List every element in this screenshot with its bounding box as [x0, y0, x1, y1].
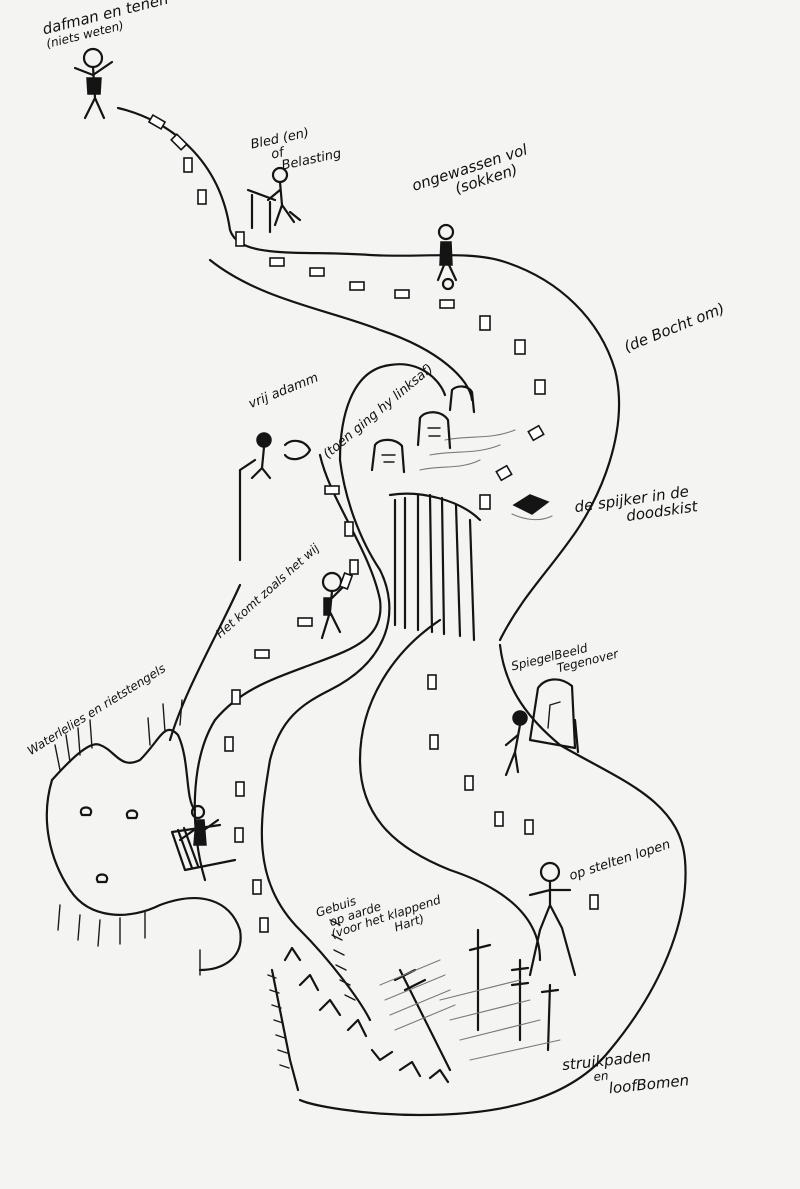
open-book-icon [511, 494, 553, 521]
stick-figure-mirror [504, 710, 528, 777]
rocky-path [267, 919, 450, 1092]
cliff [388, 429, 516, 642]
stick-figure-swamp [178, 804, 220, 846]
stick-figure-start [73, 47, 114, 120]
swamp [45, 699, 242, 976]
road-edges [116, 106, 687, 1117]
stick-figure-socks [436, 223, 458, 291]
bridge [170, 823, 237, 872]
stick-figure-walking [320, 571, 354, 640]
road-dashes [147, 113, 599, 933]
stick-figure-free [250, 432, 312, 480]
mirror-icon [528, 678, 580, 754]
gravestones [370, 385, 476, 474]
trees [379, 928, 561, 1072]
stick-figure-stilts [528, 861, 577, 977]
stick-figure-desk [246, 166, 302, 234]
